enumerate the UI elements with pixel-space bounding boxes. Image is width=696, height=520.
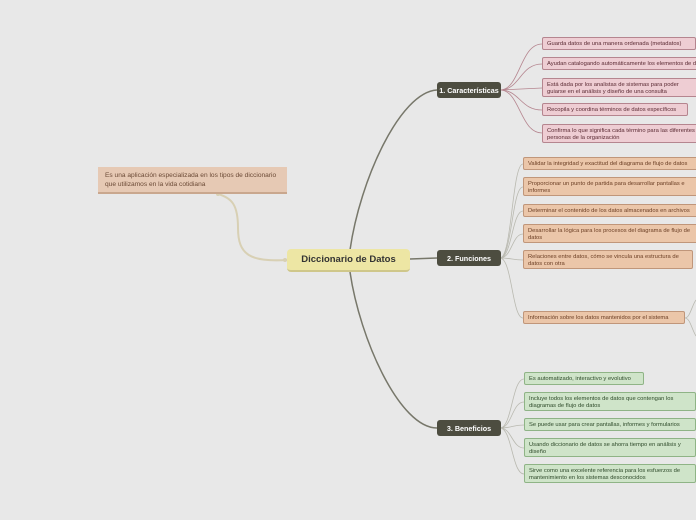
branch-beneficios[interactable]: 3. Beneficios [437,420,501,436]
funcion-item[interactable]: Relaciones entre datos, cómo se vincula … [523,250,693,269]
funcion-item[interactable]: Determinar el contenido de los datos alm… [523,204,696,217]
branch-connector-2 [409,257,438,260]
trailing-connectors [684,299,696,337]
branch-3-connectors [499,378,525,475]
beneficio-item[interactable]: Es automatizado, interactivo y evolutivo [524,372,644,385]
caracteristica-item[interactable]: Está dada por los analistas de sistemas … [542,78,696,97]
note-connector [217,193,288,262]
beneficio-item[interactable]: Usando diccionario de datos se ahorra ti… [524,438,696,457]
branch-connector-3 [349,271,438,429]
branch-funciones[interactable]: 2. Funciones [437,250,501,266]
caracteristica-item[interactable]: Guarda datos de una manera ordenada (met… [542,37,696,50]
branch-connector-1 [349,89,438,251]
beneficio-item[interactable]: Sirve como una excelente referencia para… [524,464,696,483]
root-topic[interactable]: Diccionario de Datos [287,249,410,272]
caracteristica-item[interactable]: Confirma lo que significa cada término p… [542,124,696,143]
funcion-item[interactable]: Información sobre los datos mantenidos p… [523,311,685,324]
branch-2-connectors [499,163,524,319]
root-connector-dot [283,258,287,262]
beneficio-item[interactable]: Se puede usar para crear pantallas, info… [524,418,696,431]
caracteristica-item[interactable]: Ayudan catalogando automáticamente los e… [542,57,696,70]
funcion-item[interactable]: Proporcionar un punto de partida para de… [523,177,696,196]
branch-1-connectors [499,43,543,134]
beneficio-item[interactable]: Incluye todos los elementos de datos que… [524,392,696,411]
funcion-item[interactable]: Validar la integridad y exactitud del di… [523,157,696,170]
branch-caracteristicas[interactable]: 1. Características [437,82,501,98]
funcion-item[interactable]: Desarrollar la lógica para los procesos … [523,224,696,243]
definition-note[interactable]: Es una aplicación especializada en los t… [98,167,287,194]
caracteristica-item[interactable]: Recopila y coordina términos de datos es… [542,103,688,116]
